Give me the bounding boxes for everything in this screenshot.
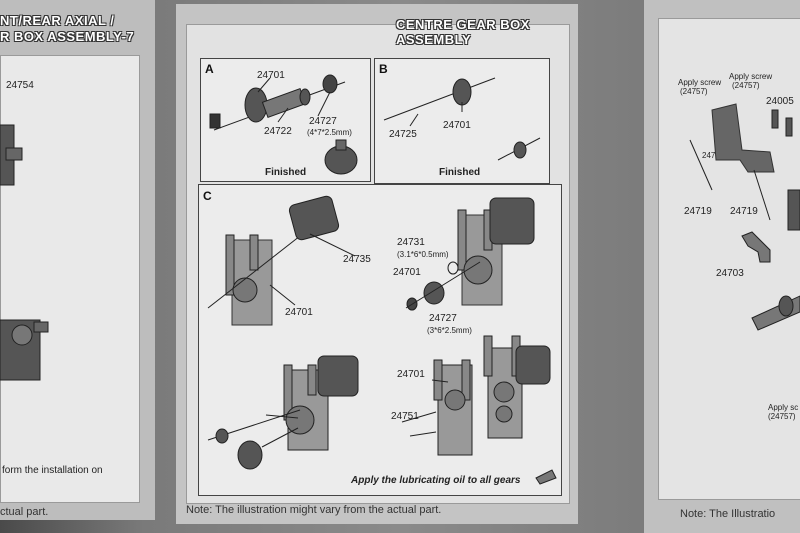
right-page-note: Note: The Illustratio [680, 508, 776, 520]
part-size-24731: (3.1*6*0.5mm) [397, 250, 449, 259]
part-label-24701-c-top: 24701 [285, 307, 313, 318]
part-label-24754: 24754 [6, 80, 34, 91]
panel-a-label: A [205, 62, 214, 76]
panel-c-label: C [203, 189, 212, 203]
panel-a-drawing [209, 74, 358, 175]
part-label-24727: 24727 [309, 116, 337, 127]
left-page-footer-text: form the installation on [2, 465, 103, 476]
oil-note: Apply the lubricating oil to all gears [351, 475, 521, 486]
part-label-24725: 24725 [389, 129, 417, 140]
part-label-24727-c: 24727 [429, 313, 457, 324]
center-page-header-line1: CENTRE GEAR BOX [396, 17, 530, 32]
part-size-24727-c: (3*6*2.5mm) [427, 326, 472, 335]
panel-c-gearbox-bottom-left [207, 355, 359, 470]
apply-screw-1-line2: (24757) [680, 87, 708, 96]
part-label-24719-a: 24719 [684, 206, 712, 217]
part-label-24701-b: 24701 [443, 120, 471, 131]
right-page: Apply screw (24757) Apply screw (24757) … [644, 0, 800, 533]
part-label-2473: 2473 [702, 151, 720, 160]
apply-screw-1-line1: Apply screw [678, 78, 722, 87]
apply-screw-2-line2: (24757) [732, 81, 760, 90]
part-label-24701: 24701 [257, 70, 285, 81]
part-label-24731: 24731 [397, 237, 425, 248]
center-page-note: Note: The illustration might vary from t… [186, 504, 442, 516]
panel-a-finished: Finished [265, 167, 307, 178]
left-page-note: ctual part. [0, 506, 49, 518]
panel-c-gearbox-right [405, 197, 535, 311]
left-page: NT/REAR AXIAL / R BOX ASSEMBLY-7 24754 f… [0, 0, 155, 520]
left-page-header-line2: R BOX ASSEMBLY-7 [0, 29, 135, 44]
part-label-24005: 24005 [766, 96, 794, 107]
part-label-24701-gear: 24701 [393, 267, 421, 278]
oil-can-icon [535, 469, 557, 485]
panel-c-gearbox-bottom-right [401, 335, 551, 456]
part-label-24751: 24751 [391, 411, 419, 422]
left-page-inner [0, 55, 140, 503]
part-label-24701-c-bottom: 24701 [397, 369, 425, 380]
part-label-24703: 24703 [716, 268, 744, 279]
right-page-drawing [689, 103, 800, 331]
part-size-24727: (4*7*2.5mm) [307, 128, 352, 137]
panel-c-gearbox-left [207, 195, 356, 326]
apply-screw-2-line1: Apply screw [729, 72, 773, 81]
panel-b-finished: Finished [439, 167, 481, 178]
center-page-header-line2: ASSEMBLY [396, 32, 472, 47]
left-page-header-line1: NT/REAR AXIAL / [0, 13, 115, 28]
panel-b-drawing [383, 77, 541, 161]
panel-b-label: B [379, 62, 388, 76]
part-label-24735: 24735 [343, 254, 371, 265]
apply-screw-3-line1: Apply sc [768, 403, 799, 412]
part-label-24719-b: 24719 [730, 206, 758, 217]
part-label-24722: 24722 [264, 126, 292, 137]
left-page-gearbox-drawing [0, 124, 49, 381]
right-page-inner [658, 18, 800, 500]
apply-screw-3-line2: (24757) [768, 412, 796, 421]
